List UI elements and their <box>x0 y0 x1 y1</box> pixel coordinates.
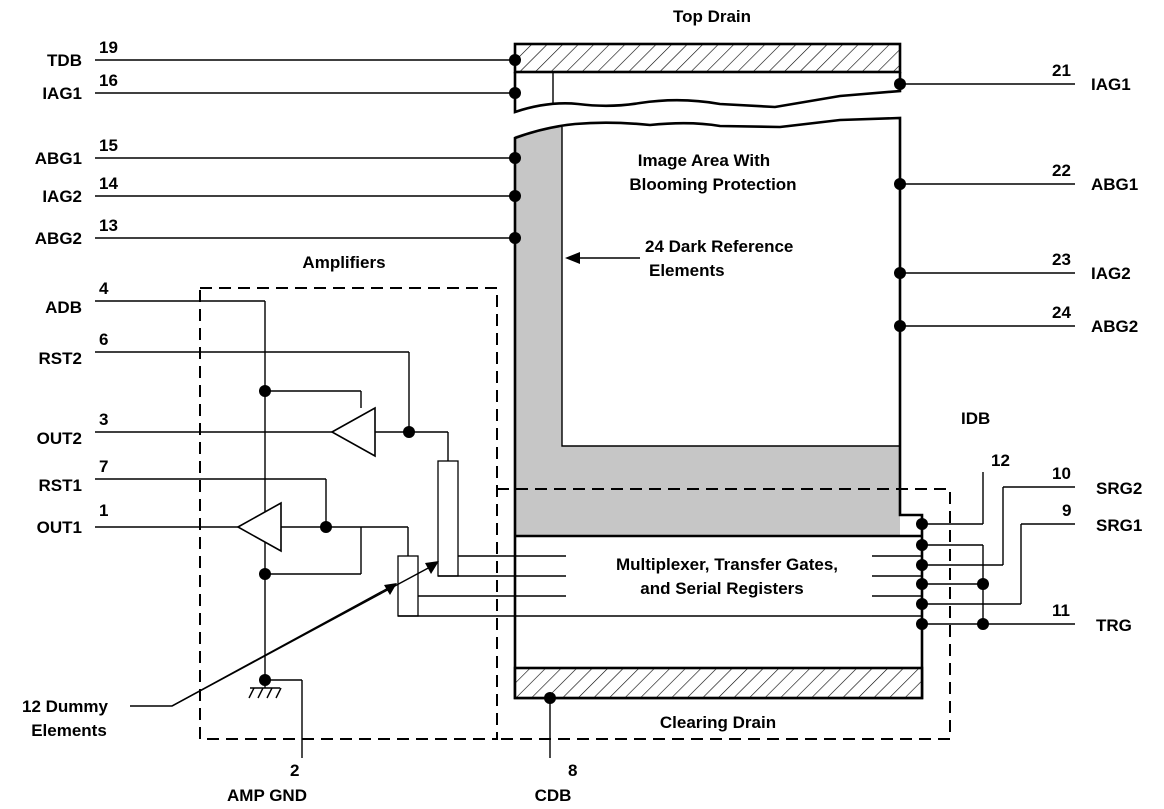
pin-abg2-right-number: 24 <box>1052 303 1071 322</box>
sensor-top-piece <box>513 72 902 114</box>
right-pins <box>894 78 1075 332</box>
amplifier-1-triangle <box>236 501 282 553</box>
pin-srg1-name: SRG1 <box>1096 516 1142 535</box>
pin-iag1-left-name: IAG1 <box>42 84 82 103</box>
amplifiers-caption: Amplifiers <box>302 253 385 272</box>
dark-reference-region <box>515 127 900 536</box>
pin-abg1-right-number: 22 <box>1052 161 1071 180</box>
pin-rst2-name: RST2 <box>39 349 82 368</box>
image-area-region <box>513 116 924 700</box>
pin-tdb-name: TDB <box>47 51 82 70</box>
pin-rst1-name: RST1 <box>39 476 82 495</box>
pin-out1-number: 1 <box>99 501 108 520</box>
pin-abg1-left-name: ABG1 <box>35 149 82 168</box>
pin-abg1-left-number: 15 <box>99 136 118 155</box>
pin-iag1-right-name: IAG1 <box>1091 75 1131 94</box>
top-drain-region <box>513 42 902 74</box>
left-pins <box>95 54 521 244</box>
pin-srg2-name: SRG2 <box>1096 479 1142 498</box>
image-area-caption-1: Image Area With <box>638 151 770 170</box>
pin-iag2-left-name: IAG2 <box>42 187 82 206</box>
pin-out1-name: OUT1 <box>37 518 82 537</box>
pin-tdb-number: 19 <box>99 38 118 57</box>
pin-cdb-number: 8 <box>568 761 577 780</box>
dummy-caption-2: Elements <box>31 721 107 740</box>
pin-srg1-number: 9 <box>1062 501 1071 520</box>
pin-adb-name: ADB <box>45 298 82 317</box>
register-pins <box>916 472 1075 630</box>
mux-caption-1: Multiplexer, Transfer Gates, <box>616 555 838 574</box>
sensor-block <box>513 42 924 700</box>
clearing-drain-caption: Clearing Drain <box>660 713 776 732</box>
pin-abg2-right-name: ABG2 <box>1091 317 1138 336</box>
pin-idb-name: IDB <box>961 409 990 428</box>
pin-abg2-left-number: 13 <box>99 216 118 235</box>
pin-out2-number: 3 <box>99 410 108 429</box>
pin-iag1-left-number: 16 <box>99 71 118 90</box>
pin-cdb-name: CDB <box>535 786 572 805</box>
mux-caption-2: and Serial Registers <box>640 579 803 598</box>
pin-iag2-left-number: 14 <box>99 174 118 193</box>
pin-trg-number: 11 <box>1052 601 1070 620</box>
pin-iag2-right-name: IAG2 <box>1091 264 1131 283</box>
top-drain-caption: Top Drain <box>673 7 751 26</box>
pin-trg-name: TRG <box>1096 616 1132 635</box>
amplifier-2-triangle <box>330 406 376 458</box>
pin-abg1-right-name: ABG1 <box>1091 175 1138 194</box>
dummy-caption-1: 12 Dummy <box>22 697 109 716</box>
pin-iag1-right-number: 21 <box>1052 61 1071 80</box>
clearing-drain-region <box>513 666 924 700</box>
pin-rst1-number: 7 <box>99 457 108 476</box>
pin-idb-number: 12 <box>991 451 1010 470</box>
amplifier-circuit <box>95 300 922 758</box>
pin-rst2-number: 6 <box>99 330 108 349</box>
image-area-caption-2: Blooming Protection <box>629 175 796 194</box>
amplifiers-box <box>199 287 498 740</box>
pin-abg2-left-name: ABG2 <box>35 229 82 248</box>
dark-reference-arrow <box>565 252 640 264</box>
pin-amp-gnd-name: AMP GND <box>227 786 307 805</box>
pin-srg2-number: 10 <box>1052 464 1071 483</box>
dark-reference-caption-1: 24 Dark Reference <box>645 237 793 256</box>
pin-out2-name: OUT2 <box>37 429 82 448</box>
pin-adb-number: 4 <box>99 279 109 298</box>
dummy-elements-pointer <box>130 561 439 707</box>
pin-amp-gnd-number: 2 <box>290 761 299 780</box>
pin-iag2-right-number: 23 <box>1052 250 1071 269</box>
dark-reference-caption-2: Elements <box>649 261 725 280</box>
